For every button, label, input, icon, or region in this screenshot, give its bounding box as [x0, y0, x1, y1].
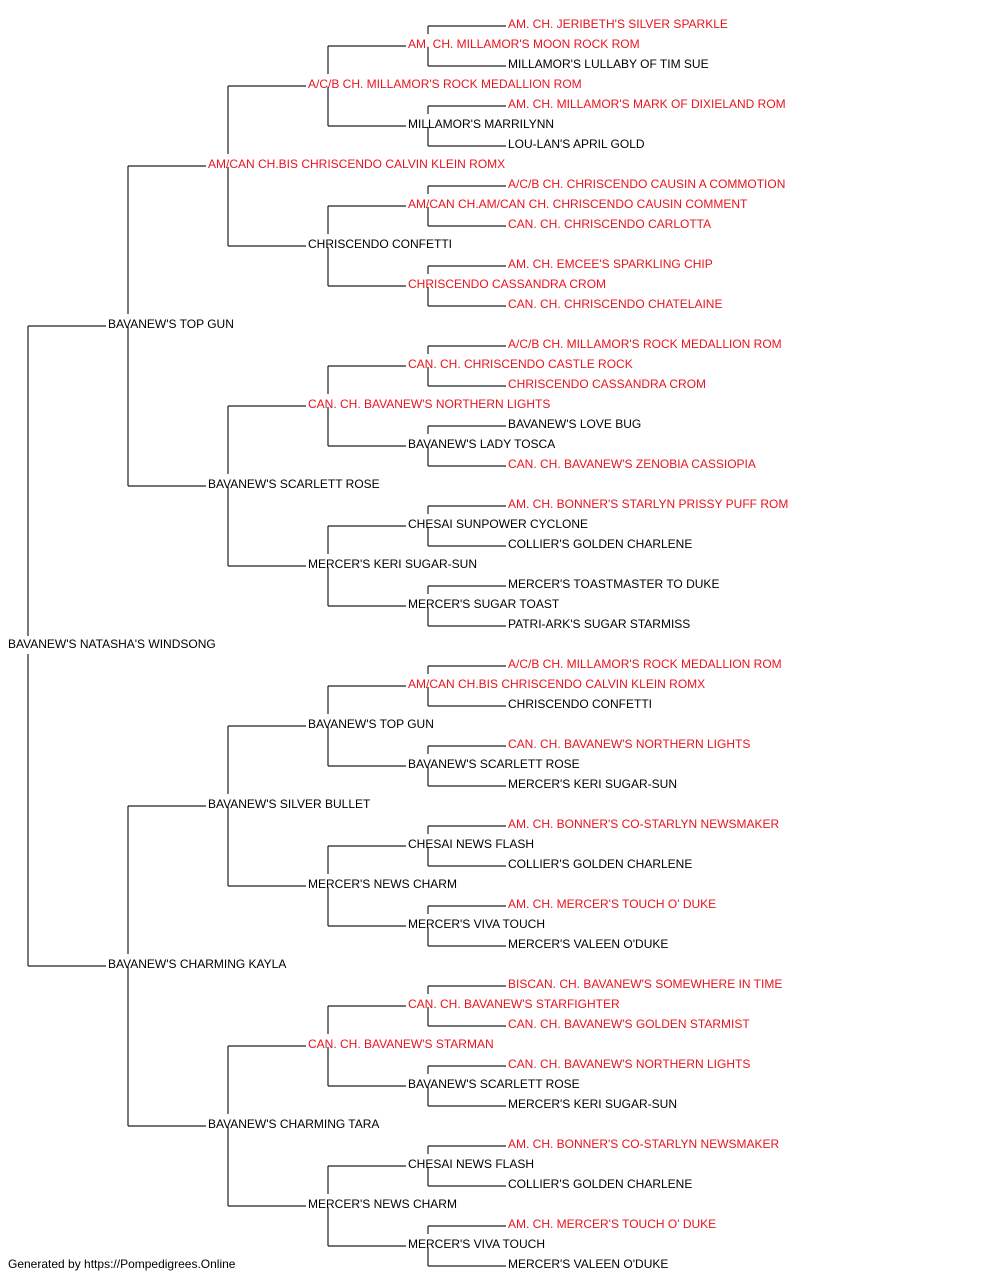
footer-credit: Generated by https://Pompedigrees.Online: [8, 1257, 236, 1271]
pedigree-entry[interactable]: A/C/B CH. CHRISCENDO CAUSIN A COMMOTION: [508, 177, 785, 191]
pedigree-entry[interactable]: LOU-LAN'S APRIL GOLD: [508, 137, 645, 151]
pedigree-entry[interactable]: COLLIER'S GOLDEN CHARLENE: [508, 1177, 692, 1191]
pedigree-entry[interactable]: PATRI-ARK'S SUGAR STARMISS: [508, 617, 690, 631]
pedigree-entry[interactable]: CAN. CH. BAVANEW'S STARMAN: [308, 1037, 494, 1051]
pedigree-entry[interactable]: BAVANEW'S SCARLETT ROSE: [408, 1077, 580, 1091]
pedigree-entry[interactable]: AM. CH. EMCEE'S SPARKLING CHIP: [508, 257, 713, 271]
pedigree-entry[interactable]: CHRISCENDO CASSANDRA CROM: [508, 377, 706, 391]
pedigree-entry[interactable]: MERCER'S VIVA TOUCH: [408, 1237, 545, 1251]
pedigree-entry[interactable]: BISCAN. CH. BAVANEW'S SOMEWHERE IN TIME: [508, 977, 782, 991]
pedigree-entry[interactable]: CAN. CH. BAVANEW'S NORTHERN LIGHTS: [508, 1057, 750, 1071]
pedigree-entry[interactable]: BAVANEW'S TOP GUN: [308, 717, 434, 731]
pedigree-entry[interactable]: A/C/B CH. MILLAMOR'S ROCK MEDALLION ROM: [508, 657, 782, 671]
pedigree-entry[interactable]: A/C/B CH. MILLAMOR'S ROCK MEDALLION ROM: [508, 337, 782, 351]
pedigree-entry[interactable]: CHRISCENDO CONFETTI: [508, 697, 652, 711]
pedigree-entry[interactable]: MILLAMOR'S LULLABY OF TIM SUE: [508, 57, 709, 71]
pedigree-entry[interactable]: A/C/B CH. MILLAMOR'S ROCK MEDALLION ROM: [308, 77, 582, 91]
pedigree-entry[interactable]: MERCER'S SUGAR TOAST: [408, 597, 560, 611]
pedigree-entry[interactable]: CHESAI SUNPOWER CYCLONE: [408, 517, 588, 531]
pedigree-entry[interactable]: MERCER'S VALEEN O'DUKE: [508, 1257, 668, 1271]
pedigree-entry[interactable]: MERCER'S TOASTMASTER TO DUKE: [508, 577, 719, 591]
pedigree-entry[interactable]: MERCER'S VALEEN O'DUKE: [508, 937, 668, 951]
pedigree-entry[interactable]: CAN. CH. BAVANEW'S NORTHERN LIGHTS: [308, 397, 550, 411]
pedigree-entry[interactable]: BAVANEW'S SCARLETT ROSE: [208, 477, 380, 491]
pedigree-entry[interactable]: CAN. CH. BAVANEW'S STARFIGHTER: [408, 997, 620, 1011]
pedigree-entry[interactable]: MILLAMOR'S MARRILYNN: [408, 117, 554, 131]
pedigree-entry[interactable]: AM. CH. MERCER'S TOUCH O' DUKE: [508, 897, 716, 911]
pedigree-entry[interactable]: MERCER'S NEWS CHARM: [308, 877, 457, 891]
pedigree-entry[interactable]: BAVANEW'S TOP GUN: [108, 317, 234, 331]
pedigree-entry[interactable]: BAVANEW'S CHARMING TARA: [208, 1117, 379, 1131]
pedigree-entry[interactable]: AM. CH. BONNER'S CO-STARLYN NEWSMAKER: [508, 1137, 780, 1151]
pedigree-entry[interactable]: MERCER'S KERI SUGAR-SUN: [308, 557, 477, 571]
pedigree-entry[interactable]: BAVANEW'S CHARMING KAYLA: [108, 957, 286, 971]
pedigree-entry[interactable]: CAN. CH. BAVANEW'S ZENOBIA CASSIOPIA: [508, 457, 756, 471]
pedigree-entry[interactable]: AM. CH. MILLAMOR'S MARK OF DIXIELAND ROM: [508, 97, 786, 111]
pedigree-entry[interactable]: BAVANEW'S LADY TOSCA: [408, 437, 555, 451]
pedigree-entry[interactable]: COLLIER'S GOLDEN CHARLENE: [508, 857, 692, 871]
pedigree-entry[interactable]: CAN. CH. BAVANEW'S NORTHERN LIGHTS: [508, 737, 750, 751]
pedigree-entry[interactable]: AM/CAN CH.BIS CHRISCENDO CALVIN KLEIN RO…: [408, 677, 705, 691]
pedigree-entry[interactable]: AM. CH. BONNER'S CO-STARLYN NEWSMAKER: [508, 817, 780, 831]
pedigree-entry[interactable]: AM. CH. JERIBETH'S SILVER SPARKLE: [508, 17, 728, 31]
pedigree-entry[interactable]: AM/CAN CH.AM/CAN CH. CHRISCENDO CAUSIN C…: [408, 197, 748, 211]
pedigree-entry[interactable]: CHRISCENDO CONFETTI: [308, 237, 452, 251]
pedigree-entry[interactable]: BAVANEW'S SCARLETT ROSE: [408, 757, 580, 771]
pedigree-entry[interactable]: BAVANEW'S SILVER BULLET: [208, 797, 371, 811]
pedigree-entry[interactable]: CAN. CH. CHRISCENDO CHATELAINE: [508, 297, 722, 311]
pedigree-entry[interactable]: AM. CH. BONNER'S STARLYN PRISSY PUFF ROM: [508, 497, 788, 511]
pedigree-entry[interactable]: AM. CH. MERCER'S TOUCH O' DUKE: [508, 1217, 716, 1231]
pedigree-entry[interactable]: MERCER'S VIVA TOUCH: [408, 917, 545, 931]
pedigree-entry[interactable]: CHRISCENDO CASSANDRA CROM: [408, 277, 606, 291]
pedigree-entry[interactable]: CAN. CH. BAVANEW'S GOLDEN STARMIST: [508, 1017, 750, 1031]
pedigree-entry[interactable]: CAN. CH. CHRISCENDO CARLOTTA: [508, 217, 711, 231]
pedigree-entry[interactable]: AM. CH. MILLAMOR'S MOON ROCK ROM: [408, 37, 640, 51]
pedigree-entry[interactable]: CHESAI NEWS FLASH: [408, 1157, 534, 1171]
pedigree-entry[interactable]: CHESAI NEWS FLASH: [408, 837, 534, 851]
pedigree-entry[interactable]: COLLIER'S GOLDEN CHARLENE: [508, 537, 692, 551]
pedigree-entry[interactable]: MERCER'S NEWS CHARM: [308, 1197, 457, 1211]
pedigree-entry[interactable]: BAVANEW'S LOVE BUG: [508, 417, 641, 431]
pedigree-entry[interactable]: BAVANEW'S NATASHA'S WINDSONG: [8, 637, 216, 651]
pedigree-entry[interactable]: MERCER'S KERI SUGAR-SUN: [508, 1097, 677, 1111]
pedigree-entry[interactable]: AM/CAN CH.BIS CHRISCENDO CALVIN KLEIN RO…: [208, 157, 505, 171]
pedigree-entry[interactable]: MERCER'S KERI SUGAR-SUN: [508, 777, 677, 791]
pedigree-entry[interactable]: CAN. CH. CHRISCENDO CASTLE ROCK: [408, 357, 633, 371]
